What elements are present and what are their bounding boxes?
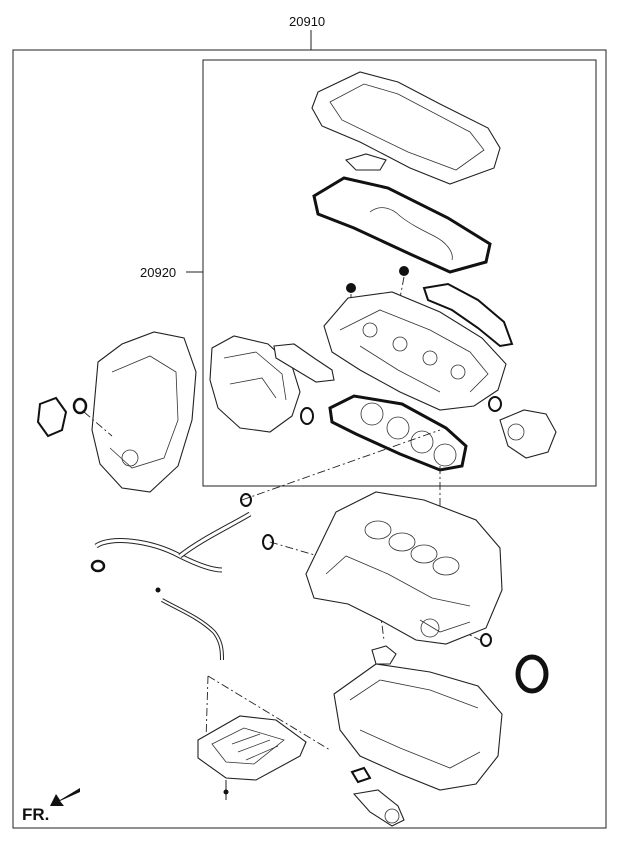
drain-plug — [223, 789, 229, 795]
inner-kit-label[interactable]: 20920 — [140, 265, 176, 280]
rocker-cover-gasket — [312, 176, 492, 274]
oring-block-bottom — [480, 633, 492, 647]
arrow-down-left-icon — [50, 788, 80, 806]
intake-manifold — [209, 335, 301, 433]
outer-kit-frame — [12, 49, 607, 829]
timing-chain-cover — [91, 331, 197, 493]
outer-kit-label[interactable]: 20910 — [289, 14, 325, 29]
timing-cover-gasket — [36, 396, 68, 438]
oring-water-outlet — [488, 396, 502, 412]
exhaust-manifold-gasket — [422, 282, 514, 348]
inner-kit-frame — [202, 59, 597, 487]
cylinder-block — [305, 491, 503, 645]
oil-strainer — [352, 789, 405, 827]
water-outlet-fitting — [499, 409, 557, 459]
oil-pan-gasket — [371, 645, 397, 665]
oil-pipe — [94, 511, 252, 573]
rear-oil-seal — [515, 654, 549, 694]
oil-pipe-seal — [90, 559, 106, 573]
cylinder-head — [323, 291, 507, 411]
oil-pan-lower — [197, 715, 307, 781]
breather-gasket — [344, 153, 387, 171]
seal-plug-right — [399, 266, 409, 276]
oil-pan-upper — [333, 663, 503, 791]
oil-strainer-gasket — [350, 766, 372, 784]
seal-plug-left — [346, 283, 356, 293]
front-label: FR. — [22, 805, 49, 824]
front-oil-seal — [72, 397, 88, 415]
dipstick-tube — [155, 587, 224, 661]
cylinder-head-gasket — [328, 394, 468, 472]
rocker-cover — [311, 71, 501, 185]
oring-block-top — [240, 493, 252, 507]
oring-intake — [300, 407, 314, 425]
oring-block-side — [262, 534, 274, 550]
intake-manifold-gasket — [273, 343, 335, 383]
